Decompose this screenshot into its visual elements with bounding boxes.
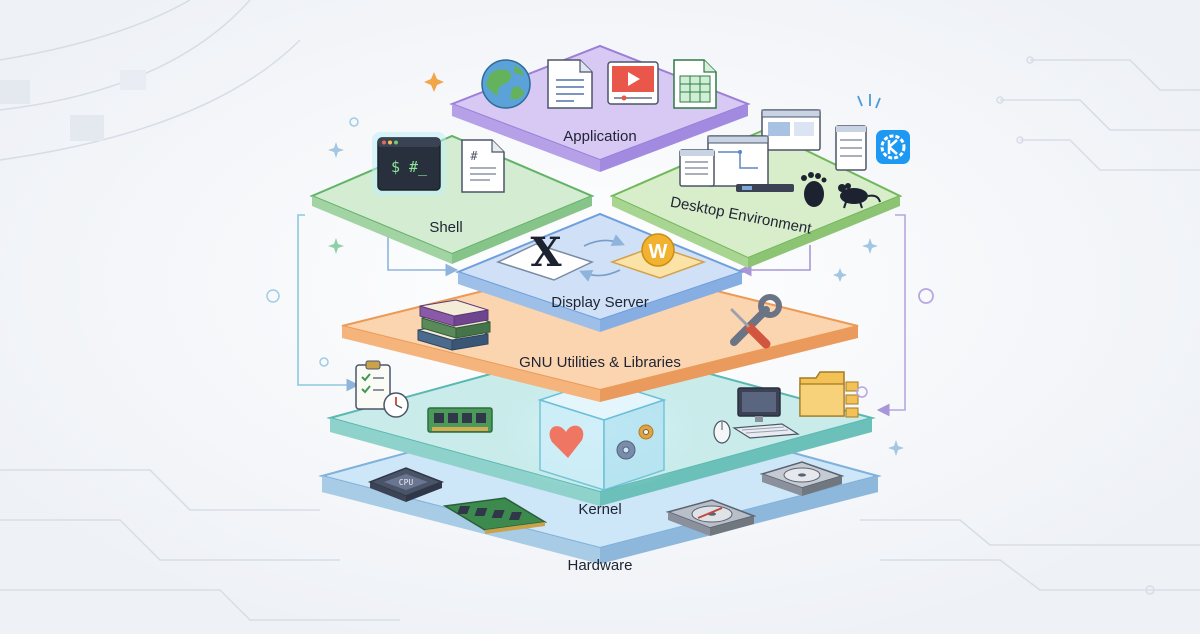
spreadsheet-icon — [673, 59, 717, 109]
display-server-label: Display Server — [551, 294, 649, 311]
wrench-screwdriver-icon — [730, 294, 782, 349]
folder-tree-icon — [799, 371, 859, 418]
terminal-icon: $ #_ — [372, 132, 446, 196]
script-file-icon: # — [461, 139, 505, 193]
hard-drive-icon — [665, 499, 757, 536]
video-player-icon — [607, 61, 659, 105]
shell-layer: Shell $ #_ # — [309, 132, 595, 264]
window-manager-icon — [679, 109, 867, 192]
shell-label: Shell — [429, 219, 462, 236]
ram-stick-icon — [442, 497, 548, 534]
gnu-utilities-label: GNU Utilities & Libraries — [519, 354, 681, 371]
connector-lines — [297, 214, 906, 422]
gnu-utilities-layer: GNU Utilities & Libraries — [341, 260, 859, 402]
circuit-decoration — [0, 0, 1200, 621]
books-icon — [417, 299, 491, 351]
gnome-foot-icon — [801, 172, 827, 207]
kde-logo-icon — [876, 130, 910, 164]
hardware-label: Hardware — [567, 557, 632, 574]
x11-glyph: X — [530, 229, 561, 276]
cpu-chip-text: CPU — [399, 478, 414, 487]
script-symbol: # — [470, 149, 478, 163]
wayland-glyph: W — [649, 241, 668, 263]
computer-peripherals-icon — [713, 387, 800, 444]
sparkle-decoration — [266, 72, 934, 456]
cpu-chip-icon: CPU — [367, 467, 445, 502]
wayland-logo-icon: W — [609, 233, 707, 279]
heart-icon — [549, 425, 584, 458]
hard-drive-icon — [759, 461, 845, 496]
application-label: Application — [563, 128, 636, 145]
kernel-label: Kernel — [578, 501, 621, 518]
sparkle-lines — [857, 94, 881, 109]
desktop-environment-layer: Desktop Environment — [609, 94, 910, 268]
memory-module-icon — [427, 407, 493, 433]
globe-icon — [481, 59, 531, 109]
scheduler-clipboard-icon — [355, 360, 409, 418]
x11-logo-icon: X — [495, 229, 595, 281]
cycle-arrows-icon — [579, 234, 625, 282]
xfce-mouse-icon — [838, 183, 881, 209]
document-icon — [547, 59, 593, 109]
gears-icon — [616, 424, 654, 460]
application-layer: Application — [449, 44, 751, 172]
display-server-layer: Display Server X W — [455, 212, 745, 332]
terminal-prompt: $ #_ — [391, 158, 428, 176]
